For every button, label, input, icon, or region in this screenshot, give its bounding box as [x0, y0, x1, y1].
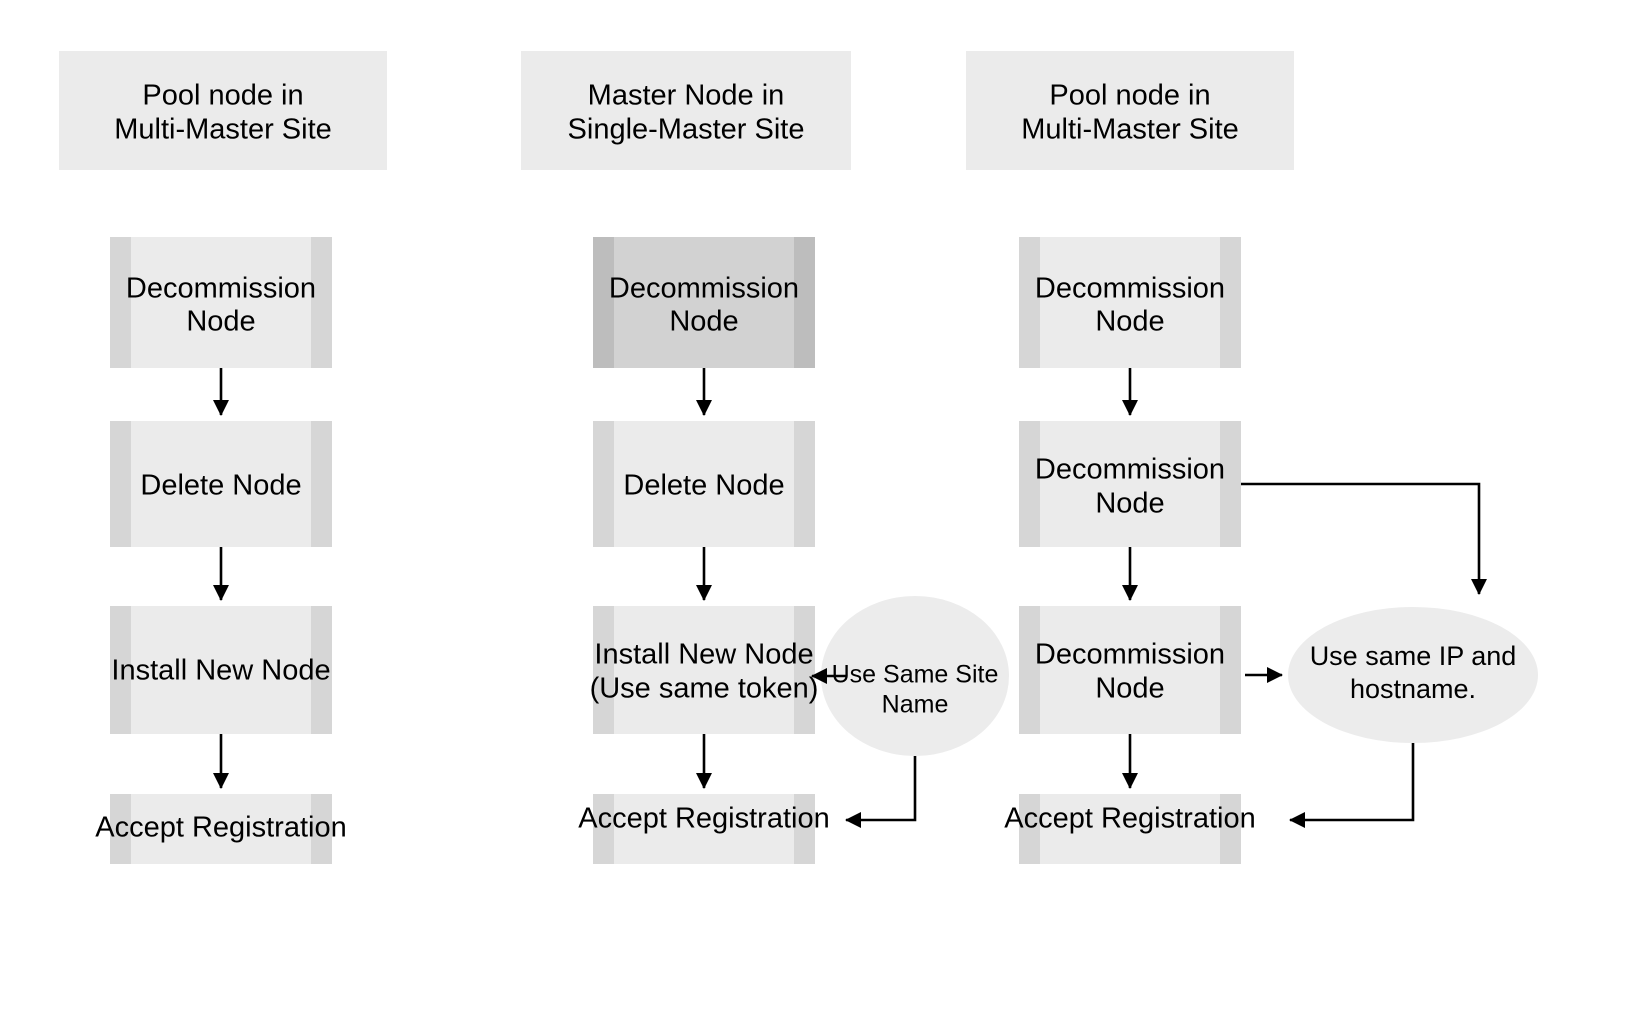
process-body	[614, 794, 794, 864]
process-c1-s4[interactable]: Accept Registration	[95, 794, 347, 864]
process-label-line-2: Node	[1095, 673, 1164, 705]
process-body	[1040, 606, 1220, 734]
process-label-line-1: Decommission	[1035, 273, 1225, 305]
process-c2-s1[interactable]: Decommission Node	[593, 237, 815, 368]
process-c2-s2[interactable]: Delete Node	[593, 421, 815, 547]
process-body	[614, 421, 794, 547]
process-body	[131, 237, 311, 368]
process-body	[1040, 421, 1220, 547]
process-body	[614, 237, 794, 368]
process-label-line-1: Accept Registration	[95, 812, 346, 844]
process-label-line-2: Node	[1095, 306, 1164, 338]
process-label-line-1: Decommission	[126, 273, 316, 305]
process-c3-s4[interactable]: Accept Registration	[1004, 794, 1256, 864]
process-c2-s3[interactable]: Install New Node (Use same token)	[590, 606, 819, 734]
header-box	[59, 51, 387, 170]
note-ellipse	[821, 596, 1009, 756]
note-use-same-site-name[interactable]: Use Same Site Name	[821, 596, 1009, 756]
process-label-line-1: Decommission	[1035, 639, 1225, 671]
note-line-2: hostname.	[1350, 674, 1476, 704]
header-box	[966, 51, 1294, 170]
process-label-line-1: Decommission	[1035, 454, 1225, 486]
process-label-line-1: Delete Node	[623, 470, 784, 502]
process-c1-s1[interactable]: Decommission Node	[110, 237, 332, 368]
connector-c3-s2-to-note	[1241, 482, 1488, 595]
process-c1-s2[interactable]: Delete Node	[110, 421, 332, 547]
column-2-header: Master Node in Single-Master Site	[521, 51, 851, 170]
header-line-1: Pool node in	[142, 80, 303, 112]
process-label-line-2: (Use same token)	[590, 673, 819, 705]
column-master-node-single-master: Master Node in Single-Master Site Decomm…	[521, 51, 1009, 864]
note-line-2: Name	[882, 691, 949, 719]
column-1-header: Pool node in Multi-Master Site	[59, 51, 387, 170]
process-body	[131, 794, 311, 864]
process-body	[614, 606, 794, 734]
process-label-line-2: Node	[1095, 488, 1164, 520]
process-label-line-1: Accept Registration	[1004, 803, 1255, 835]
process-c3-s3[interactable]: Decommission Node	[1019, 606, 1241, 734]
header-box	[521, 51, 851, 170]
process-c1-s3[interactable]: Install New Node	[110, 606, 332, 734]
header-line-2: Multi-Master Site	[1021, 114, 1239, 146]
process-label-line-1: Accept Registration	[578, 803, 829, 835]
column-pool-node-multi-master-left: Pool node in Multi-Master Site Decommiss…	[59, 51, 387, 864]
process-body	[131, 606, 311, 734]
process-body	[1040, 237, 1220, 368]
header-line-1: Pool node in	[1049, 80, 1210, 112]
note-line-1: Use Same Site	[832, 661, 999, 689]
note-line-1: Use same IP and	[1310, 641, 1517, 671]
header-line-2: Single-Master Site	[568, 114, 805, 146]
column-pool-node-multi-master-right: Pool node in Multi-Master Site Decommiss…	[966, 51, 1538, 864]
process-c2-s4[interactable]: Accept Registration	[578, 794, 830, 864]
header-line-1: Master Node in	[588, 80, 785, 112]
process-label-line-1: Delete Node	[140, 470, 301, 502]
process-label-line-2: Node	[186, 306, 255, 338]
header-line-2: Multi-Master Site	[114, 114, 332, 146]
process-label-line-1: Decommission	[609, 273, 799, 305]
process-body	[1040, 794, 1220, 864]
process-label-line-1: Install New Node	[594, 639, 813, 671]
process-body	[131, 421, 311, 547]
process-c3-s1[interactable]: Decommission Node	[1019, 237, 1241, 368]
process-label-line-1: Install New Node	[111, 655, 330, 687]
note-use-same-ip-hostname[interactable]: Use same IP and hostname.	[1288, 607, 1538, 743]
process-label-line-2: Node	[669, 306, 738, 338]
process-c3-s2[interactable]: Decommission Node	[1019, 421, 1241, 547]
connector-note-to-c3-s4	[1289, 743, 1415, 829]
connector-note-to-c2-s4	[845, 756, 917, 829]
column-3-header: Pool node in Multi-Master Site	[966, 51, 1294, 170]
note-ellipse	[1288, 607, 1538, 743]
